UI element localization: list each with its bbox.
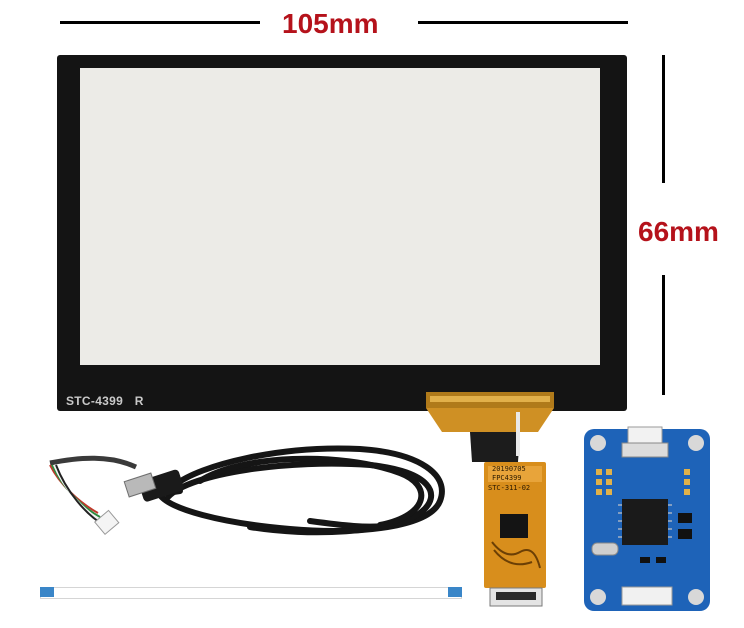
- model-revision-text: R: [134, 394, 144, 408]
- width-dimension-line-left: [60, 21, 260, 24]
- flex-label-line1: 20190705: [492, 465, 526, 473]
- flex-label-line2: FPC4399: [492, 474, 522, 482]
- usb-plug-icon: [123, 469, 184, 502]
- usb-cable: [49, 445, 445, 536]
- width-dimension-line-right: [418, 21, 628, 24]
- touch-panel-glass: [80, 68, 600, 365]
- height-dimension-label: 66mm: [638, 216, 719, 247]
- model-code-text: STC-4399: [66, 394, 124, 408]
- controller-board: [584, 426, 710, 611]
- height-dimension-line-bottom: [662, 275, 665, 395]
- touch-panel: STC-4399 R: [57, 55, 627, 411]
- ffc-ribbon-end-left: [40, 587, 54, 597]
- width-dimension-label: 105mm: [282, 8, 379, 39]
- ffc-ribbon-cable: [40, 587, 462, 599]
- height-dimension-line-top: [662, 55, 665, 183]
- flex-cable: [426, 392, 554, 607]
- flex-label-line3: STC-311-02: [488, 484, 531, 492]
- ffc-ribbon-end-right: [448, 587, 462, 597]
- touch-panel-model-code: STC-4399 R: [66, 394, 144, 408]
